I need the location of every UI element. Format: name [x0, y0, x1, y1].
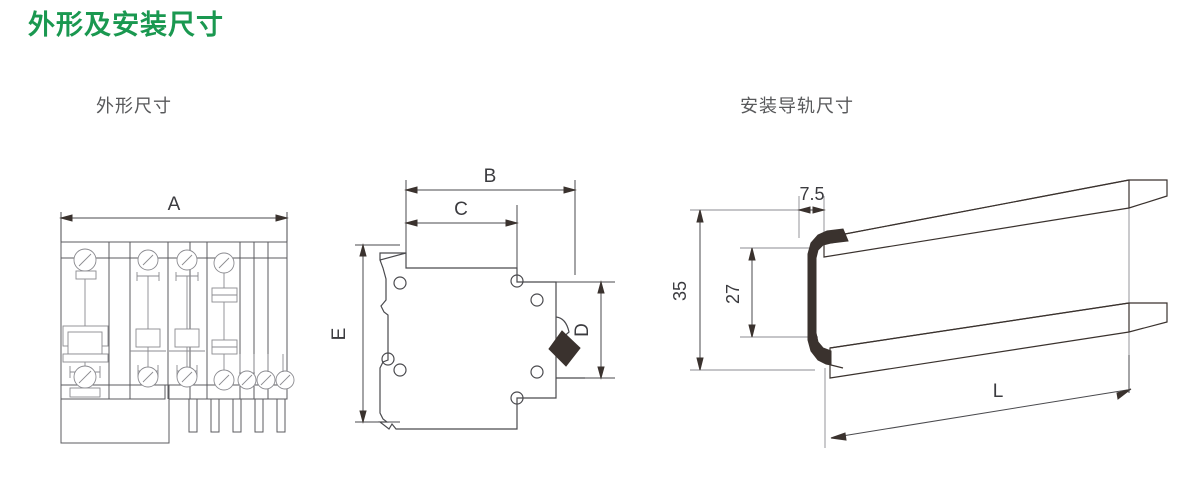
- figure-din-rail: 35 27 7.5: [670, 179, 1168, 448]
- rail-witness-lines: [690, 196, 1130, 448]
- dimension-label-e: E: [329, 328, 350, 341]
- breaker-profile-outline: [378, 252, 557, 430]
- dimension-label-b: B: [484, 166, 497, 187]
- breaker-pins-bottom: [188, 398, 286, 433]
- rail-cross-section-profile: [807, 228, 849, 369]
- dimension-a: A: [59, 194, 289, 242]
- dimension-label-a: A: [168, 194, 181, 215]
- dimension-b: B: [404, 166, 577, 275]
- rail-top-flange: [823, 179, 1168, 258]
- figure-subtitle-outline: 外形尺寸: [96, 96, 172, 116]
- breaker-fuse-pole: [211, 252, 238, 391]
- page-title: 外形及安装尺寸: [28, 10, 224, 40]
- dimension-label-rail-inner-height: 27: [723, 284, 743, 304]
- breaker-pole-2: [130, 249, 166, 388]
- dimension-label-c: C: [454, 199, 468, 220]
- dimension-rail-length-l: L: [830, 355, 1132, 441]
- figure-side-view: B C E D: [329, 166, 615, 430]
- breaker-pole-3: [169, 249, 205, 388]
- dimension-label-rail-length: L: [993, 381, 1004, 402]
- dimension-label-d: D: [572, 323, 593, 337]
- breaker-terminals-right: [237, 354, 295, 390]
- dimension-rail-height-35: 35: [670, 209, 704, 371]
- figure-front-view: A: [59, 194, 295, 444]
- dimension-label-flange-width: 7.5: [799, 184, 824, 204]
- dimension-label-rail-height: 35: [670, 281, 690, 301]
- dimension-c: C: [404, 199, 519, 268]
- rail-bottom-flange: [829, 302, 1168, 379]
- figure-subtitle-din-rail: 安装导轨尺寸: [740, 96, 854, 116]
- dimension-e: E: [329, 243, 400, 424]
- dimension-rail-inner-27: 27: [723, 247, 756, 338]
- breaker-pole-1: [62, 248, 109, 398]
- dimension-flange-width-75: 7.5: [797, 184, 826, 214]
- toggle-lever: [548, 316, 585, 379]
